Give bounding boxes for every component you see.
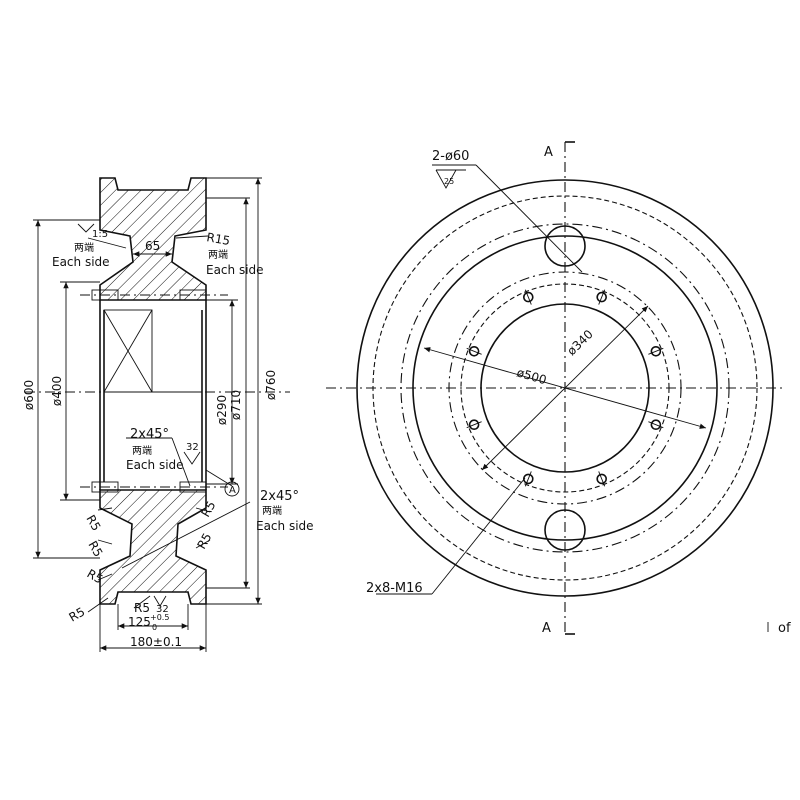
tapped-hole-m16 bbox=[468, 345, 480, 357]
note-en-4: Each side bbox=[256, 519, 314, 533]
note-cn-3: 两端 bbox=[132, 444, 152, 457]
dim-d400: ø400 bbox=[50, 376, 64, 406]
tapped-hole-centerline bbox=[598, 471, 606, 487]
tapped-hole-m16 bbox=[650, 419, 662, 431]
tapped-hole-group bbox=[466, 289, 664, 487]
tapped-hole-centerline bbox=[466, 421, 482, 429]
thread-spec: 2x8-M16 bbox=[366, 581, 423, 596]
chamfer-label-2: 2x45° bbox=[260, 489, 299, 504]
dim-125-tol-upper: +0.5 bbox=[150, 613, 169, 622]
lower-rim-section bbox=[100, 490, 206, 604]
radius-r5-6: R5 bbox=[67, 604, 88, 624]
radius-r5-7: R5 bbox=[134, 601, 150, 615]
datum-a: A bbox=[229, 485, 236, 496]
section-view bbox=[25, 177, 290, 652]
dim-d340-front: ø340 bbox=[564, 327, 595, 358]
tapped-hole-m16 bbox=[522, 291, 534, 303]
finish-32-a: 32 bbox=[186, 442, 199, 453]
tapped-hole-m16 bbox=[650, 345, 662, 357]
dim-180: 180±0.1 bbox=[130, 635, 182, 649]
tapped-hole-centerline bbox=[466, 347, 482, 355]
dim-125: 125 bbox=[128, 615, 151, 629]
dim-125-tol-lower: 0 bbox=[152, 623, 157, 632]
front-view bbox=[326, 141, 784, 635]
tapped-hole-centerline bbox=[524, 471, 532, 487]
chamfer-label-1: 2x45° bbox=[130, 427, 169, 442]
dim-65: 65 bbox=[145, 239, 160, 253]
tapped-hole-m16 bbox=[596, 291, 608, 303]
note-en-3: Each side bbox=[126, 458, 184, 472]
dim-d290: ø290 bbox=[215, 395, 229, 425]
stray-text-of: of bbox=[778, 621, 791, 636]
radius-r5-1: R5 bbox=[83, 513, 103, 534]
note-cn-2: 两端 bbox=[208, 248, 228, 261]
tapped-hole-centerline bbox=[524, 289, 532, 305]
upper-rim-section bbox=[100, 178, 206, 300]
tapped-hole-centerline bbox=[598, 289, 606, 305]
dim-d600: ø600 bbox=[22, 380, 36, 410]
note-en-1: Each side bbox=[52, 255, 110, 269]
dim-r15: R15 bbox=[205, 230, 231, 248]
dim-d500-front: ø500 bbox=[515, 365, 548, 387]
note-en-2: Each side bbox=[206, 263, 264, 277]
tapped-hole-centerline bbox=[648, 421, 664, 429]
bore-hole-spec: 2-ø60 bbox=[432, 149, 469, 164]
tapped-hole-centerline bbox=[648, 347, 664, 355]
note-cn-4: 两端 bbox=[262, 504, 282, 517]
radius-r5-5: R5 bbox=[85, 566, 106, 586]
tapped-hole-m16 bbox=[468, 419, 480, 431]
radius-r5-2: R5 bbox=[198, 499, 218, 520]
radius-r5-4: R5 bbox=[194, 531, 214, 552]
finish-25: 25 bbox=[444, 177, 454, 186]
tapped-hole-m16 bbox=[596, 473, 608, 485]
taper-label: 1:5 bbox=[92, 229, 108, 240]
section-label-a-top: A bbox=[544, 145, 553, 160]
note-cn-1: 两端 bbox=[74, 241, 94, 254]
finish-32-b: 32 bbox=[156, 604, 169, 615]
section-label-a-bottom: A bbox=[542, 621, 551, 636]
tapped-hole-m16 bbox=[522, 473, 534, 485]
dim-d760: ø760 bbox=[264, 370, 278, 400]
dim-d710: ø710 bbox=[229, 390, 243, 420]
radius-r5-3: R5 bbox=[85, 539, 105, 560]
